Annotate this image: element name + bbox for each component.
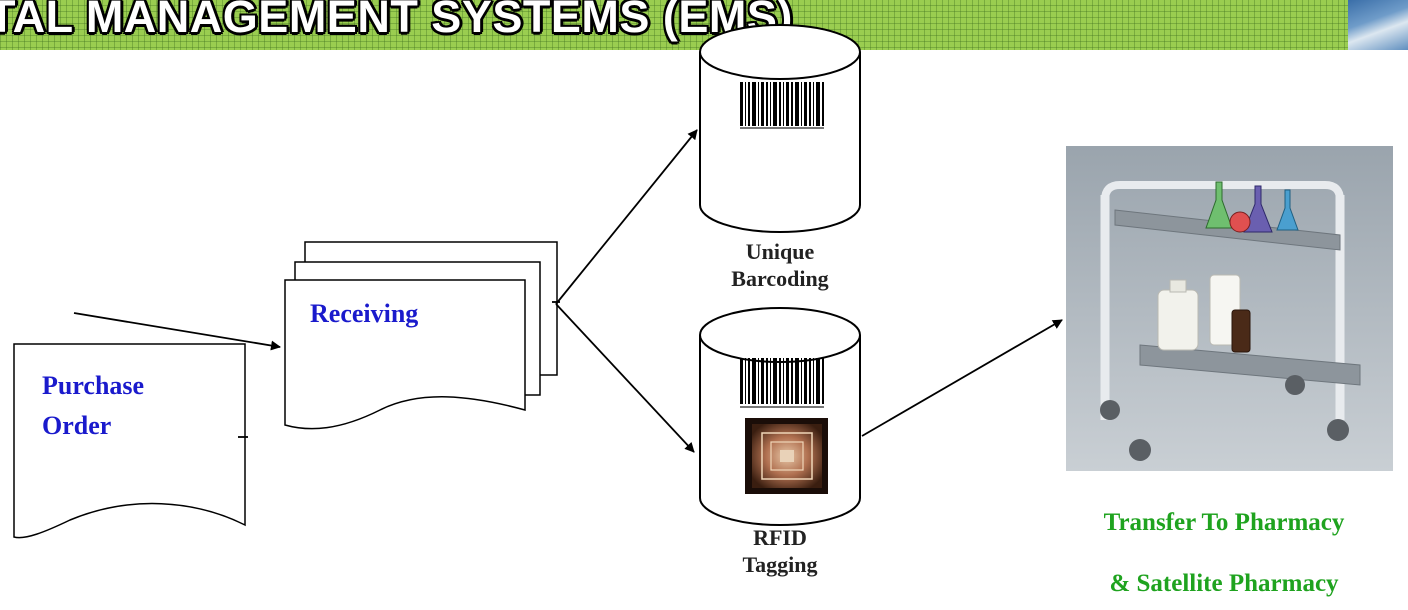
arrow-to-rfid bbox=[555, 303, 695, 453]
purchase-order-label: Purchase Order bbox=[42, 366, 144, 446]
rfid-cylinder bbox=[699, 307, 861, 526]
arrow-to-pharmacy bbox=[861, 319, 1063, 437]
rfid-line-2: Tagging bbox=[742, 552, 818, 577]
destination-caption: Transfer To Pharmacy & Satellite Pharmac… bbox=[1040, 508, 1408, 599]
flow-arrows bbox=[73, 129, 1063, 453]
barcoding-cylinder bbox=[699, 24, 861, 233]
rfid-chip-icon bbox=[745, 418, 828, 494]
purchase-order-document bbox=[13, 343, 246, 539]
barcoding-label: Unique Barcoding bbox=[700, 238, 860, 292]
arrow-into-receiving bbox=[73, 312, 281, 351]
destination-caption-line-1: Transfer To Pharmacy bbox=[1103, 509, 1345, 536]
barcoding-line-2: Barcoding bbox=[731, 266, 829, 291]
banner-title: TAL MANAGEMENT SYSTEMS (EMS) bbox=[0, 0, 793, 42]
destination-caption-line-2: & Satellite Pharmacy bbox=[1109, 570, 1339, 597]
pharmacy-cart-photo bbox=[1066, 146, 1393, 471]
barcode-icon bbox=[740, 358, 824, 408]
receiving-label: Receiving bbox=[310, 299, 419, 328]
sky-image bbox=[1348, 0, 1408, 50]
barcode-icon bbox=[738, 80, 826, 130]
purchase-order-line-2: Order bbox=[42, 411, 112, 440]
receiving-document-stack bbox=[284, 241, 558, 430]
rfid-label: RFID Tagging bbox=[700, 524, 860, 578]
rfid-line-1: RFID bbox=[753, 525, 807, 550]
title-banner: TAL MANAGEMENT SYSTEMS (EMS) bbox=[0, 0, 1408, 50]
barcoding-line-1: Unique bbox=[745, 239, 815, 264]
purchase-order-line-1: Purchase bbox=[42, 371, 145, 400]
arrow-to-barcoding bbox=[555, 129, 698, 305]
